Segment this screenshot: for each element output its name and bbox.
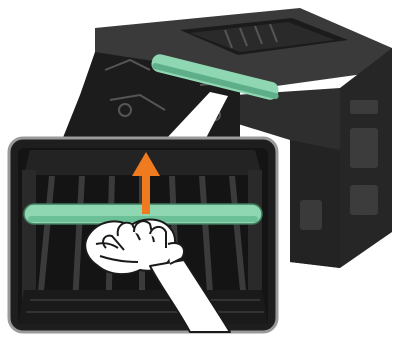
callout-zoom-inset [9, 138, 277, 332]
